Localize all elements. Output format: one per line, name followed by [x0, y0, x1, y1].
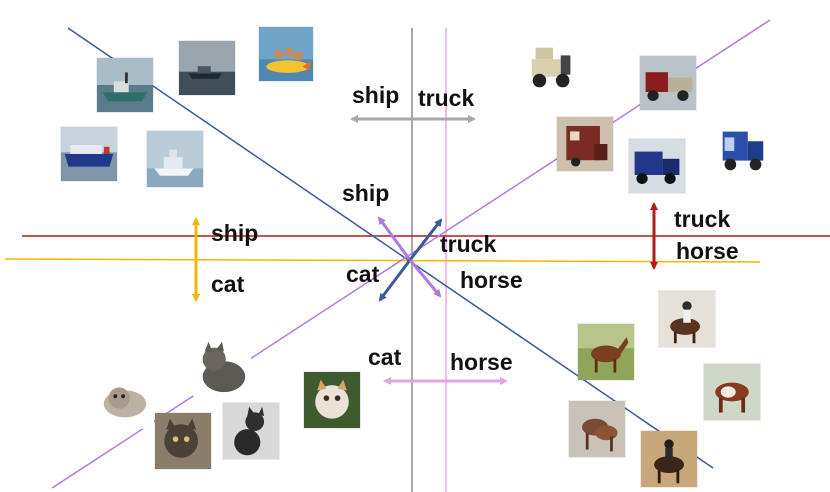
label-top-ship: ship — [352, 82, 400, 108]
label-bottom-horse: horse — [450, 349, 513, 375]
label-center-cat: cat — [346, 261, 380, 287]
horse-thumbnail-2 — [658, 290, 716, 348]
label-right-truck: truck — [674, 206, 731, 232]
ship-thumbnail-4 — [60, 126, 118, 182]
ship-thumbnail-2 — [178, 40, 236, 96]
truck-thumbnail-2 — [639, 55, 697, 111]
horse-thumbnail-5 — [640, 430, 698, 488]
label-center-truck: truck — [440, 231, 497, 257]
horse-thumbnail-4 — [568, 400, 626, 458]
label-bottom-cat: cat — [368, 344, 402, 370]
truck-thumbnail-5 — [713, 120, 771, 178]
center-arrow-ship — [377, 216, 412, 261]
ship-thumbnail-1 — [96, 57, 154, 113]
label-right-horse: horse — [676, 238, 739, 264]
center-arrow-truck — [408, 218, 443, 261]
yellow-horizontal-boundary — [4, 258, 761, 263]
truck-thumbnail-1 — [524, 38, 582, 96]
truck-thumbnail-3 — [556, 116, 614, 172]
label-top-truck: truck — [418, 85, 475, 111]
cat-thumbnail-1 — [193, 338, 251, 396]
center-arrow-cat — [378, 259, 412, 302]
horse-thumbnail-1 — [577, 323, 635, 381]
ship-thumbnail-3 — [258, 26, 314, 82]
cat-thumbnail-5 — [303, 371, 361, 429]
center-arrow-horse — [408, 259, 442, 298]
label-left-ship: ship — [211, 220, 259, 246]
label-center-horse: horse — [460, 267, 523, 293]
ship-thumbnail-5 — [146, 130, 204, 188]
navy-diagonal-boundary — [67, 27, 714, 469]
label-left-cat: cat — [211, 271, 245, 297]
cat-thumbnail-3 — [154, 412, 212, 470]
cat-thumbnail-4 — [222, 402, 280, 460]
truck-thumbnail-4 — [628, 138, 686, 194]
horse-thumbnail-3 — [703, 363, 761, 421]
label-center-ship: ship — [342, 180, 390, 206]
cat-thumbnail-2 — [96, 371, 154, 429]
